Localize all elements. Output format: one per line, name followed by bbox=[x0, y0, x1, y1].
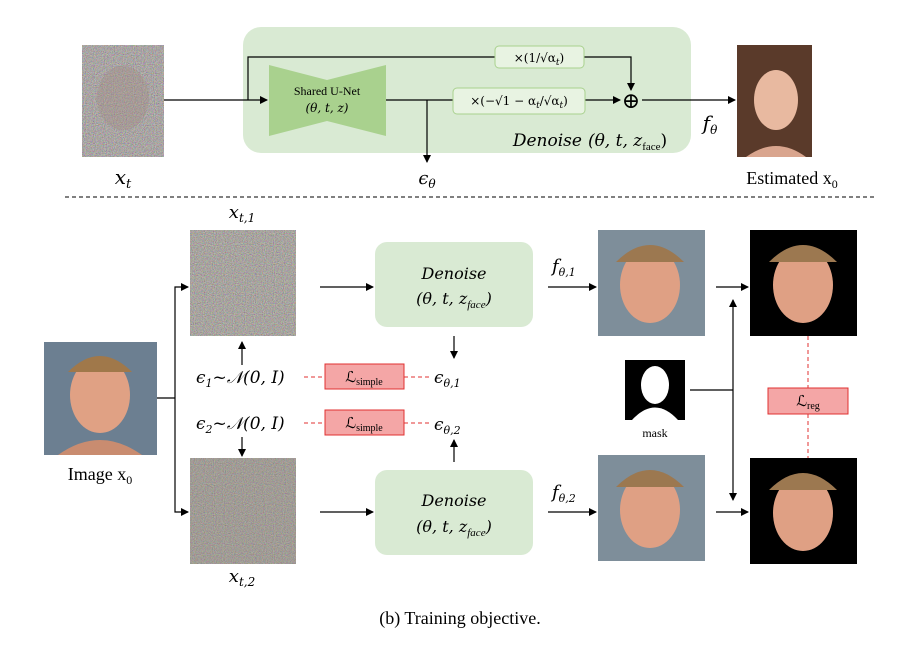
label-f1: fθ,1 bbox=[550, 256, 576, 279]
loss-simple-box-2 bbox=[324, 409, 405, 436]
noisy-image-xt2 bbox=[190, 458, 296, 564]
mask-image bbox=[625, 360, 685, 420]
label-xt2: xt,2 bbox=[229, 566, 255, 589]
top-arrows bbox=[164, 56, 736, 163]
label-f-theta: fθ bbox=[701, 111, 718, 137]
label-mask: mask bbox=[642, 426, 667, 440]
denoise-1-word: Denoise bbox=[420, 264, 486, 283]
estimated-face-image bbox=[737, 45, 812, 157]
masked-face-2 bbox=[750, 458, 857, 564]
loss-dashed-links bbox=[304, 336, 809, 458]
label-xt1: xt,1 bbox=[229, 202, 255, 225]
loss-reg: ℒreg bbox=[796, 392, 820, 412]
scale-box-2 bbox=[452, 87, 586, 115]
unet-label: Shared U-Net bbox=[294, 84, 361, 98]
loss-simple-1: ℒsimple bbox=[345, 368, 383, 388]
label-f2: fθ,2 bbox=[550, 482, 576, 505]
label-eps-theta: ϵθ bbox=[418, 168, 436, 191]
input-image-x0 bbox=[44, 342, 157, 455]
denoise-2-word: Denoise bbox=[420, 491, 486, 510]
denoise-block-1 bbox=[375, 242, 533, 327]
scale-1-text: ×(1/√αt) bbox=[514, 51, 564, 68]
shared-unet bbox=[269, 65, 386, 136]
loss-simple-2: ℒsimple bbox=[345, 414, 383, 434]
unet-args: (θ, t, z) bbox=[306, 101, 349, 115]
denoise-1-args: (θ, t, zface) bbox=[416, 289, 492, 311]
loss-simple-box-1 bbox=[324, 363, 405, 390]
sum-icon: ⊕ bbox=[622, 89, 640, 114]
output-face-1 bbox=[598, 230, 705, 336]
label-estimated-x0: Estimated x0 bbox=[746, 168, 837, 191]
denoise-block-2 bbox=[375, 470, 533, 555]
label-eps-theta2: ϵθ,2 bbox=[434, 415, 461, 437]
noisy-image-xt bbox=[82, 45, 164, 157]
figure-caption: (b) Training objective. bbox=[379, 608, 540, 629]
output-face-2 bbox=[598, 455, 705, 561]
noisy-image-xt1 bbox=[190, 230, 296, 336]
scale-2-text: ×(−√1 − αt/√αt) bbox=[470, 94, 568, 111]
label-eps2: ϵ2~𝒩(0, I) bbox=[196, 414, 285, 436]
masked-face-1 bbox=[750, 230, 857, 336]
denoise-2-args: (θ, t, zface) bbox=[416, 517, 492, 539]
label-eps-theta1: ϵθ,1 bbox=[434, 368, 461, 390]
label-eps1: ϵ1~𝒩(0, I) bbox=[196, 368, 285, 390]
label-xt: xt bbox=[115, 165, 132, 192]
label-image-x0: Image x0 bbox=[68, 464, 132, 487]
bottom-arrows bbox=[157, 283, 749, 516]
scale-box-1 bbox=[494, 45, 585, 69]
top-denoise-label: Denoise(θ, t, zface) bbox=[512, 131, 667, 153]
